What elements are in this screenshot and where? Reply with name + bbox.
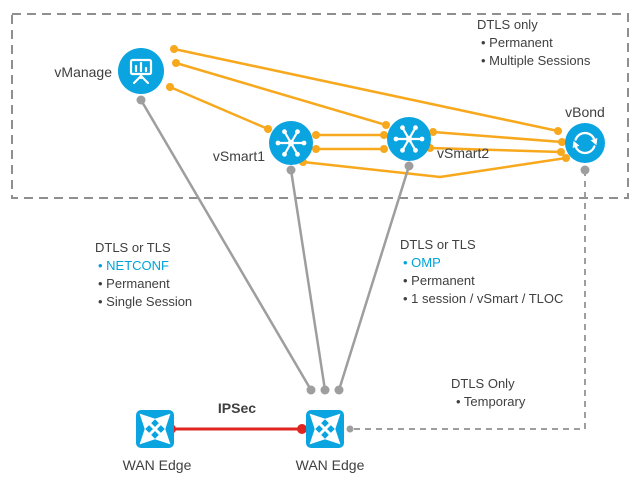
connection-dot bbox=[562, 154, 570, 162]
link-vsmart1-vbond bbox=[299, 154, 570, 179]
connection-dot bbox=[312, 131, 320, 139]
connection-dot bbox=[312, 145, 320, 153]
link-vbond-wanedge-dashed bbox=[346, 165, 590, 433]
vsmart1-label: vSmart1 bbox=[213, 148, 265, 164]
wan-edge-left-label: WAN Edge bbox=[123, 457, 192, 473]
ipsec-label: IPSec bbox=[218, 400, 256, 416]
connection-dot bbox=[264, 125, 272, 133]
annotation-bullet: • Multiple Sessions bbox=[481, 53, 591, 68]
connection-dot bbox=[558, 138, 566, 146]
annotation-bullet: • Permanent bbox=[481, 35, 553, 50]
vsmart2-node: vSmart2 bbox=[387, 117, 489, 161]
link-vsmart2-vbond-a bbox=[429, 128, 566, 146]
connection-dot bbox=[429, 128, 437, 136]
connection-dot bbox=[382, 121, 390, 129]
link-vmanage-wanedge bbox=[136, 95, 316, 395]
annotation-title: DTLS Only bbox=[451, 376, 515, 391]
connection-dot bbox=[580, 165, 590, 175]
sync-arrows-icon bbox=[572, 131, 598, 155]
connection-dot bbox=[166, 83, 174, 91]
connection-dot bbox=[170, 45, 178, 53]
annotation-title: DTLS or TLS bbox=[95, 240, 171, 255]
connection-dot bbox=[172, 59, 180, 67]
link-vsmart2-vbond-b bbox=[426, 144, 565, 156]
connection-dot bbox=[320, 385, 330, 395]
annotation-bullet: • 1 session / vSmart / TLOC bbox=[403, 291, 563, 306]
link-vsmart1-vsmart2-b bbox=[312, 145, 388, 153]
vsmart1-node: vSmart1 bbox=[213, 121, 313, 165]
link-vsmart1-vsmart2-a bbox=[312, 131, 388, 139]
annotation-netconf: DTLS or TLS • NETCONF • Permanent • Sing… bbox=[95, 240, 192, 309]
control-plane-boundary bbox=[11, 13, 629, 199]
annotation-title: DTLS only bbox=[477, 17, 538, 32]
connection-dot bbox=[136, 95, 146, 105]
annotation-title: DTLS or TLS bbox=[400, 237, 476, 252]
link-vsmart1-wanedge bbox=[286, 165, 330, 395]
annotation-bullet: • OMP bbox=[403, 255, 441, 270]
annotation-bullet: • Permanent bbox=[403, 273, 475, 288]
link-vmanage-vsmart1 bbox=[166, 83, 272, 133]
wan-edge-right-node: WAN Edge bbox=[296, 410, 365, 473]
connection-dot bbox=[286, 165, 296, 175]
vbond-node: vBond bbox=[565, 104, 605, 163]
connection-dot bbox=[380, 145, 388, 153]
wan-edge-right-label: WAN Edge bbox=[296, 457, 365, 473]
connection-dot bbox=[346, 425, 354, 433]
vbond-label: vBond bbox=[565, 104, 605, 120]
connection-dot bbox=[404, 161, 414, 171]
connection-dot bbox=[297, 424, 307, 434]
vmanage-node: vManage bbox=[54, 48, 164, 94]
link-vsmart2-wanedge bbox=[334, 161, 414, 395]
connection-dot bbox=[380, 131, 388, 139]
connection-dot bbox=[554, 127, 562, 135]
wan-edge-left-node: WAN Edge bbox=[123, 410, 192, 473]
connection-dot bbox=[306, 385, 316, 395]
annotation-dtls-only-top: DTLS only • Permanent • Multiple Session… bbox=[477, 17, 591, 68]
annotation-bullet: • Permanent bbox=[98, 276, 170, 291]
vsmart2-label: vSmart2 bbox=[437, 145, 489, 161]
annotation-bullet: • Single Session bbox=[98, 294, 192, 309]
connection-dot bbox=[557, 148, 565, 156]
vmanage-label: vManage bbox=[54, 64, 112, 80]
dashboard-chart-icon bbox=[129, 58, 153, 85]
annotation-dtls-temporary: DTLS Only • Temporary bbox=[451, 376, 526, 409]
link-vmanage-vsmart2 bbox=[172, 59, 390, 129]
annotation-bullet: • Temporary bbox=[456, 394, 526, 409]
link-vmanage-vbond bbox=[170, 45, 562, 135]
annotation-bullet: • NETCONF bbox=[98, 258, 169, 273]
connection-dot bbox=[334, 385, 344, 395]
annotation-omp: DTLS or TLS • OMP • Permanent • 1 sessio… bbox=[400, 237, 563, 306]
link-ipsec: IPSec bbox=[166, 400, 307, 434]
